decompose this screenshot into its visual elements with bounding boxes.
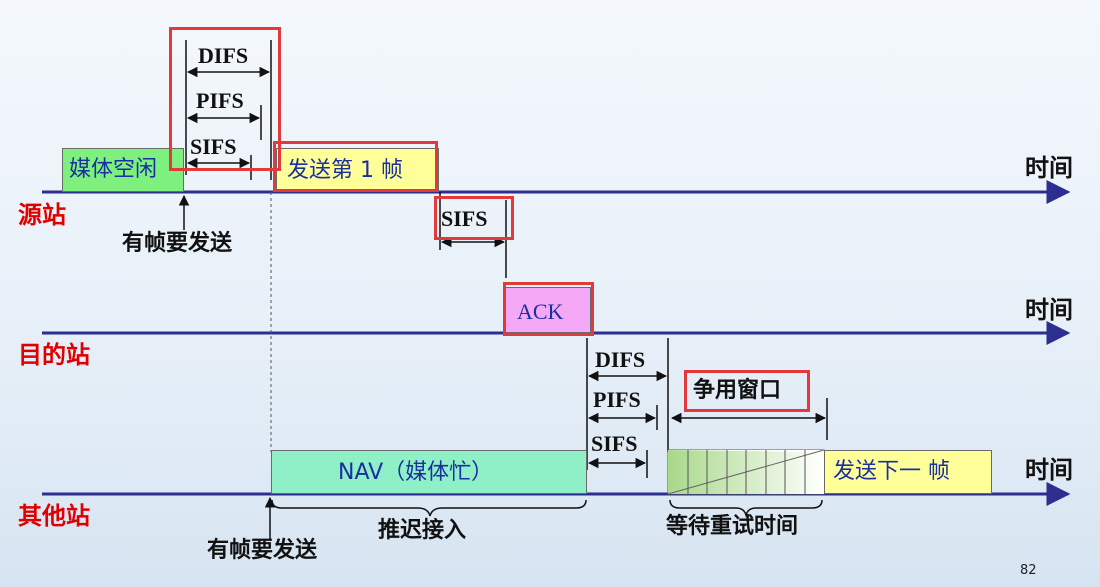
highlight-dest-sifs bbox=[434, 196, 514, 240]
dest-sifs-label: SIFS bbox=[441, 206, 488, 231]
defer-bracket bbox=[271, 499, 587, 517]
wait-retry-label: 等待重试时间 bbox=[666, 514, 799, 539]
page-number: 82 bbox=[1020, 563, 1037, 578]
contention-window-label: 争用窗口 bbox=[693, 378, 782, 403]
others-difs-label: DIFS bbox=[595, 347, 646, 372]
send-first-frame-text: 发送第 1 帧 bbox=[287, 158, 403, 183]
destination-station-label: 目的站 bbox=[18, 341, 90, 369]
others-station-label: 其他站 bbox=[18, 502, 90, 530]
defer-access-label: 推迟接入 bbox=[378, 518, 467, 543]
backoff-slots bbox=[667, 449, 825, 495]
source-time-label: 时间 bbox=[1025, 154, 1073, 182]
source-pifs-label: PIFS bbox=[196, 88, 244, 113]
idle-medium-text: 媒体空闲 bbox=[69, 157, 158, 182]
nav-text: NAV（媒体忙） bbox=[338, 460, 494, 485]
send-first-frame-box: 发送第 1 帧 bbox=[276, 148, 439, 192]
source-sifs-label: SIFS bbox=[190, 134, 237, 159]
highlight-contention-window bbox=[684, 370, 810, 412]
source-difs-label: DIFS bbox=[198, 43, 249, 68]
destination-time-label: 时间 bbox=[1025, 296, 1073, 324]
ack-text: ACK bbox=[517, 299, 564, 324]
others-time-label: 时间 bbox=[1025, 456, 1073, 484]
source-has-frame-label: 有帧要发送 bbox=[122, 231, 233, 256]
send-next-frame-box: 发送下一 帧 bbox=[824, 450, 992, 494]
highlight-source-ifs bbox=[169, 27, 281, 171]
nav-box: NAV（媒体忙） bbox=[271, 450, 587, 494]
source-station-label: 源站 bbox=[18, 201, 66, 229]
send-next-frame-text: 发送下一 帧 bbox=[833, 459, 950, 484]
highlight-ack bbox=[503, 282, 594, 336]
highlight-first-frame bbox=[273, 141, 438, 192]
others-pifs-label: PIFS bbox=[593, 387, 641, 412]
wait-retry-bracket bbox=[669, 499, 823, 518]
others-sifs-label: SIFS bbox=[591, 431, 638, 456]
idle-medium-box: 媒体空闲 bbox=[62, 148, 184, 192]
others-has-frame-label: 有帧要发送 bbox=[207, 538, 318, 563]
ack-box: ACK bbox=[505, 287, 591, 333]
